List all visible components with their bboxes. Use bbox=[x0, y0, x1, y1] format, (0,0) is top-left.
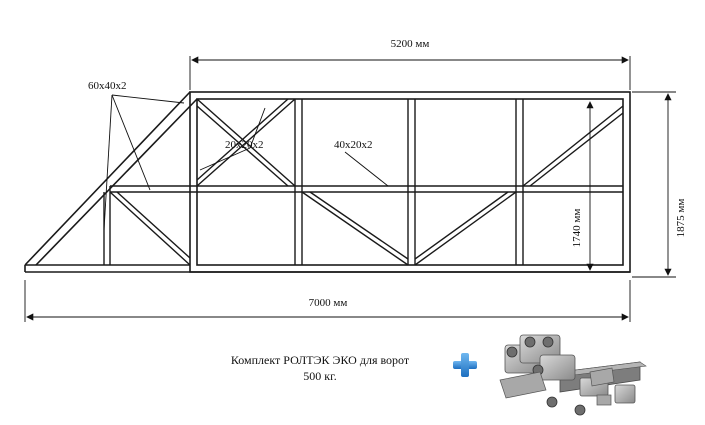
diagonal-braces bbox=[109, 98, 624, 266]
profile-horizontal-label: 40x20x2 bbox=[334, 139, 373, 151]
kit-caption-line2: 500 кг. bbox=[303, 369, 337, 383]
main-frame bbox=[189, 91, 631, 273]
outer-height-label: 1875 мм bbox=[675, 199, 687, 238]
dimension-lines bbox=[24, 56, 676, 322]
profile-leaders bbox=[103, 94, 389, 231]
kit-caption-line1: Комплект РОЛТЭК ЭКО для ворот bbox=[230, 353, 410, 367]
kit-caption: Комплект РОЛТЭК ЭКО для ворот 500 кг. bbox=[200, 352, 440, 384]
top-width-label: 5200 мм bbox=[391, 38, 430, 50]
roller-kit-icon bbox=[499, 334, 647, 416]
profile-diagonal-label: 20x20x2 bbox=[225, 139, 264, 151]
middle-rail bbox=[110, 185, 623, 193]
inner-height-label: 1740 мм bbox=[571, 209, 583, 248]
tail-post bbox=[103, 186, 111, 265]
plus-icon bbox=[453, 353, 477, 377]
vertical-posts bbox=[294, 99, 524, 265]
profile-main-label: 60x40x2 bbox=[88, 80, 127, 92]
bottom-rail bbox=[24, 264, 630, 273]
gate-frame bbox=[24, 91, 631, 273]
bottom-width-label: 7000 мм bbox=[309, 297, 348, 309]
